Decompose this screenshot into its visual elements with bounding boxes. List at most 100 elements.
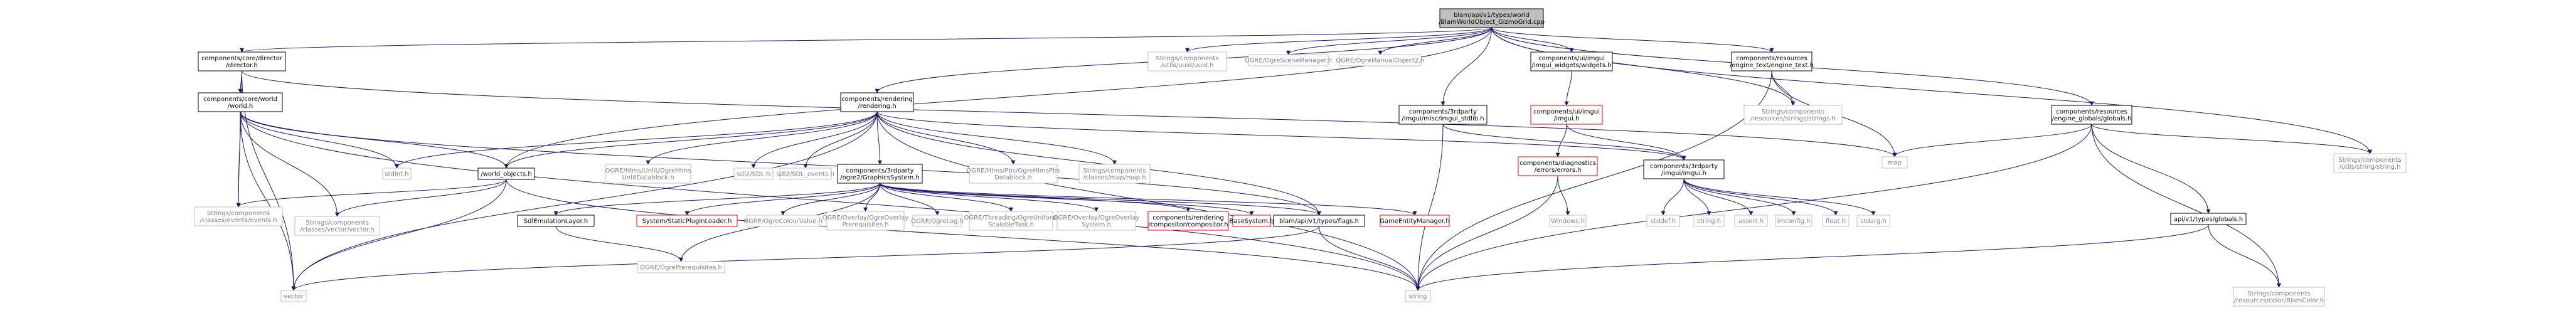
node-string_h-label-0: string.h bbox=[1697, 218, 1721, 225]
edge-tp_imgui-to-assert bbox=[1683, 178, 1754, 216]
edge-core_world-to-string bbox=[240, 111, 1420, 291]
node-windows: Windows.h bbox=[1549, 215, 1587, 227]
node-core_world[interactable]: components/core/world/world.h bbox=[198, 92, 283, 112]
node-ui_imgui-label-0: components/ui/imgui bbox=[1533, 109, 1600, 115]
edge-rendering-to-hlms_unlit bbox=[646, 111, 878, 165]
node-vector-box bbox=[280, 290, 307, 302]
node-stddef: stddef.h bbox=[1646, 215, 1680, 227]
node-sdl2_sdl-label-0: sdl2/SDL.h bbox=[737, 171, 770, 178]
node-float: float.h bbox=[1822, 215, 1850, 227]
node-imconfig-label-0: imconfig.h bbox=[1777, 218, 1811, 225]
node-core_world-label-0: components/core/world bbox=[203, 96, 277, 103]
node-stddef-box bbox=[1646, 215, 1680, 227]
edge-graphics_system-to-blam_flags bbox=[880, 183, 1321, 216]
edge-graphics_system-to-overlay_system bbox=[880, 183, 1099, 212]
node-hlms_pbs-label-1: Datablock.h bbox=[994, 174, 1032, 181]
node-imconfig-box bbox=[1775, 215, 1812, 227]
edge-director-to-map bbox=[242, 70, 1897, 157]
node-stdarg-label-0: stdarg.h bbox=[1860, 218, 1886, 225]
node-uuid: Strings/components/utils/uuid/uuid.h bbox=[1147, 51, 1227, 72]
edge-core_world-to-vector_h bbox=[240, 111, 339, 217]
edge-root-to-world_objects bbox=[504, 27, 1492, 169]
node-world_objects[interactable]: /world_objects.h bbox=[477, 167, 535, 180]
node-tp_imgui[interactable]: components/3rdparty/imgui/imgui.h bbox=[1643, 159, 1725, 179]
edge-root-to-uuid bbox=[1185, 27, 1492, 53]
edge-imgui_widgets-to-ui_imgui bbox=[1564, 70, 1572, 106]
node-vector_h: Strings/components/classes/vector/vector… bbox=[294, 216, 380, 236]
node-hlms_pbs-label-0: OGRE/Hlms/Pbs/OgreHlmsPbs bbox=[967, 167, 1060, 174]
node-vector_h-label-0: Strings/components bbox=[306, 220, 368, 226]
edge-engine_globals-to-api_globals bbox=[2091, 124, 2211, 214]
node-director[interactable]: components/core/director/director.h bbox=[198, 51, 286, 72]
edge-graphics_system-to-threading bbox=[880, 183, 1013, 212]
node-overlay_prereq-label-1: Prerequisites.h bbox=[842, 221, 888, 228]
node-root-box bbox=[1439, 8, 1544, 28]
node-core_world-label-1: /world.h bbox=[228, 103, 253, 110]
node-map_h: Strings/components/classes/map/map.h bbox=[1078, 164, 1151, 184]
node-graphics_system-label-1: /ogre2/GraphicsSystem.h bbox=[840, 174, 920, 181]
node-compositor-box bbox=[1147, 211, 1229, 231]
node-threading-label-0: OGRE/Threading/OgreUniform bbox=[964, 215, 1058, 221]
edge-root-to-manual bbox=[1378, 27, 1492, 55]
node-threading-box bbox=[969, 211, 1053, 231]
node-diag_errors-box bbox=[1518, 156, 1598, 176]
node-vector: vector bbox=[280, 290, 307, 302]
node-ui_imgui[interactable]: components/ui/imgui/imgui.h bbox=[1530, 105, 1603, 125]
node-blam_flags-label-0: blam/api/v1/types/flags.h bbox=[1279, 218, 1359, 225]
node-api_globals[interactable]: api/v1/types/globals.h bbox=[2170, 213, 2247, 225]
node-base_system[interactable]: BaseSystem.h bbox=[1229, 215, 1274, 227]
edge-world_objects-to-string bbox=[506, 179, 1420, 291]
edge-graphics_system-to-game_entity bbox=[880, 183, 1417, 216]
node-hlms_unlit-label-1: UnlitDatablock.h bbox=[622, 174, 674, 181]
edge-rendering-to-world_objects bbox=[504, 111, 878, 169]
node-diag_errors-label-1: /errors/errors.h bbox=[1534, 167, 1581, 174]
node-manual-box bbox=[1339, 54, 1422, 66]
node-imgui_stdlib[interactable]: components/3rdparty/imgui/misc/imgui_std… bbox=[1398, 105, 1488, 125]
edge-ui_imgui-to-diag_errors bbox=[1555, 124, 1567, 157]
node-overlay_system-label-0: OGRE/Overlay/OgreOverlay bbox=[1053, 215, 1140, 221]
edge-rendering-to-graphics_system bbox=[876, 111, 882, 165]
node-static_plugin[interactable]: System/StaticPluginLoader.h bbox=[636, 215, 738, 227]
node-float-box bbox=[1822, 215, 1850, 227]
node-tp_imgui-label-0: components/3rdparty bbox=[1650, 163, 1718, 170]
edge-tp_imgui-to-imconfig bbox=[1683, 178, 1796, 216]
node-hlms_pbs-box bbox=[969, 164, 1058, 184]
edge-tp_imgui-to-stddef bbox=[1661, 178, 1685, 216]
node-ui_imgui-box bbox=[1530, 105, 1603, 125]
node-game_entity-label-0: GameEntityManager.h bbox=[1380, 218, 1449, 225]
node-blam_flags[interactable]: blam/api/v1/types/flags.h bbox=[1273, 215, 1365, 227]
node-root[interactable]: blam/api/v1/types/world/BlamWorldObject_… bbox=[1439, 8, 1545, 28]
edge-root-to-imgui_stdlib bbox=[1440, 27, 1492, 106]
node-game_entity[interactable]: GameEntityManager.h bbox=[1380, 215, 1450, 227]
node-graphics_system[interactable]: components/3rdparty/ogre2/GraphicsSystem… bbox=[837, 164, 923, 184]
edge-api_globals-to-blam_color bbox=[2208, 224, 2281, 288]
node-events_h: Strings/components/classes/events/events… bbox=[194, 206, 283, 226]
node-base_system-box bbox=[1232, 215, 1271, 227]
node-graphics_system-label-0: components/3rdparty bbox=[846, 167, 913, 174]
node-strings_strings-box bbox=[1743, 105, 1843, 125]
node-string_str-label-0: Strings/components bbox=[2338, 157, 2401, 164]
node-engine_text[interactable]: components/resources/engine_text/engine_… bbox=[1730, 51, 1814, 72]
node-assert: assert.h bbox=[1734, 215, 1768, 227]
node-diag_errors[interactable]: components/diagnostics/errors/errors.h bbox=[1518, 156, 1598, 176]
node-imgui_widgets-box bbox=[1530, 51, 1613, 72]
node-engine_text-label-1: /engine_text/engine_text.h bbox=[1730, 62, 1814, 69]
node-rendering-box bbox=[840, 92, 914, 112]
node-sdlemu[interactable]: SdlEmulationLayer.h bbox=[517, 215, 595, 227]
node-sdlemu-label-0: SdlEmulationLayer.h bbox=[524, 218, 588, 225]
node-string_str: Strings/components/utils/string/string.h bbox=[2333, 153, 2407, 173]
node-ogre_prereq-box bbox=[637, 261, 725, 273]
edge-engine_text-to-strings_strings bbox=[1771, 70, 1796, 106]
node-engine_globals[interactable]: components/resources/engine_globals/glob… bbox=[2051, 105, 2132, 125]
node-compositor[interactable]: components/rendering/compositor/composit… bbox=[1147, 211, 1229, 231]
node-imgui_widgets[interactable]: components/ui/imgui/imgui_widgets/widget… bbox=[1530, 51, 1613, 72]
node-manual: OGRE/OgreManualObject2.h bbox=[1336, 54, 1425, 66]
node-map_h-label-0: Strings/components bbox=[1083, 167, 1146, 174]
node-string_str-box bbox=[2333, 153, 2407, 173]
edge-world_objects-to-vector_h bbox=[335, 179, 507, 217]
node-root-label-0: blam/api/v1/types/world bbox=[1454, 12, 1530, 19]
node-string_h: string.h bbox=[1693, 215, 1725, 227]
node-rendering[interactable]: components/rendering/rendering.h bbox=[840, 92, 914, 112]
